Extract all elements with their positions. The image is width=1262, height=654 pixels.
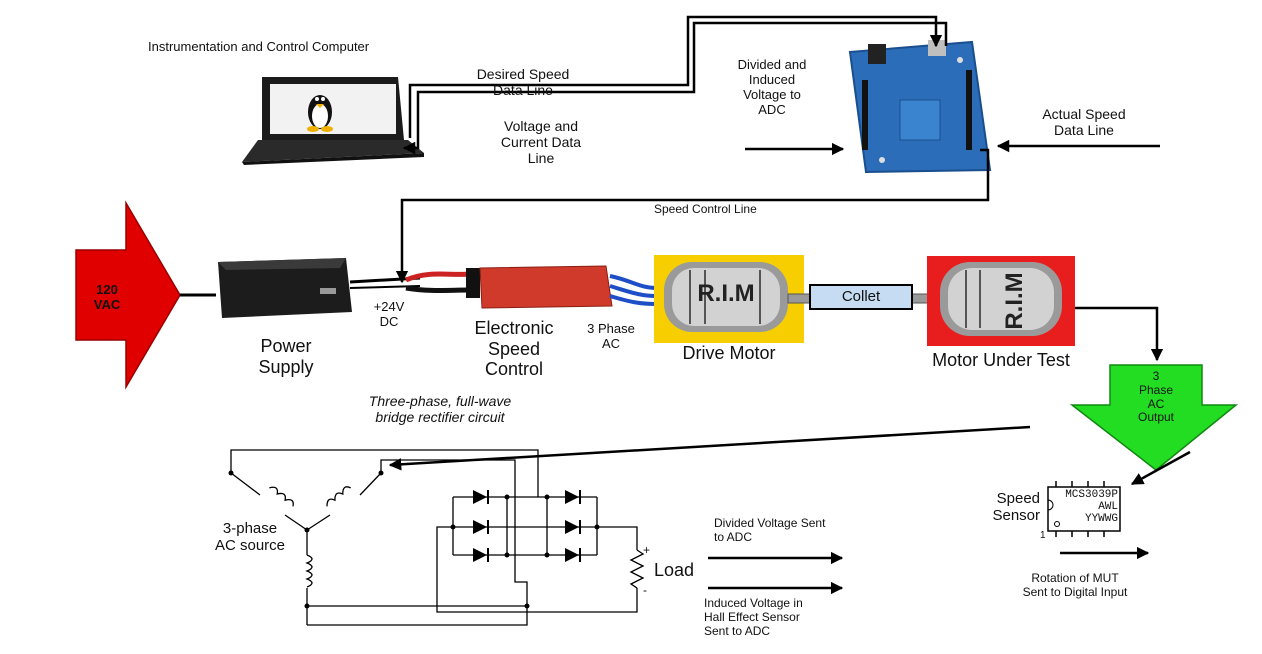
- three-phase-label: 3 Phase AC: [576, 321, 646, 352]
- voltage-current-line2: Current Data: [500, 134, 582, 151]
- computer-arduino-lines: [402, 15, 948, 155]
- esc-line1: Electronic: [474, 318, 554, 338]
- rotation-line2: Sent to Digital Input: [1022, 584, 1128, 599]
- three-phase-line1: 3 Phase: [587, 321, 635, 336]
- divided-induced-line2: Induced: [748, 71, 796, 87]
- speed-sensor-line2: Sensor: [992, 507, 1040, 525]
- computer-label: Instrumentation and Control Computer: [148, 39, 370, 54]
- collet-box: [809, 284, 913, 310]
- arduino-board-icon: [848, 40, 992, 174]
- rectifier-caption-line2: bridge rectifier circuit: [375, 409, 505, 426]
- divided-voltage-line2: to ADC: [714, 529, 753, 544]
- chip-marking: MCS3039P AWL YYWWG: [1050, 489, 1118, 525]
- ac-output-label: 3 Phase AC Output: [1118, 369, 1194, 425]
- dc24-label: +24V DC: [364, 299, 414, 330]
- mut-output-line: [1075, 306, 1164, 362]
- vac-label: 120 VAC: [84, 282, 130, 313]
- laptop-icon: [242, 77, 424, 165]
- speed-sensor-line1: Speed: [996, 490, 1040, 507]
- divided-induced-line3: Voltage to: [743, 86, 801, 102]
- collet-label: Collet: [841, 288, 881, 305]
- esc-line3: Control: [484, 359, 544, 380]
- esc-module-icon: [405, 265, 657, 309]
- load-plus: +: [643, 543, 651, 557]
- chip-line2: AWL: [1098, 501, 1118, 514]
- divided-induced-line4: ADC: [758, 101, 786, 117]
- dc24-line2: DC: [379, 313, 399, 329]
- speed-control-label: Speed Control Line: [654, 202, 757, 216]
- induced-hall-line1: Induced Voltage in: [704, 596, 803, 610]
- voltage-current-label: Voltage and Current Data Line: [466, 118, 616, 166]
- dc24-line1: +24V: [373, 299, 405, 314]
- divided-induced-label: Divided and Induced Voltage to ADC: [722, 57, 822, 118]
- induced-hall-label: Induced Voltage in Hall Effect Sensor Se…: [704, 596, 803, 638]
- ac-output-line3: AC: [1147, 396, 1165, 411]
- power-supply-line1: Power: [260, 336, 312, 356]
- linux-penguin-icon: [307, 95, 333, 132]
- ac-output-arrow: [1069, 364, 1239, 471]
- three-phase-line2: AC: [601, 335, 621, 351]
- drive-motor-brand: R.I.M: [697, 280, 754, 307]
- rectifier-caption-line1: Three-phase, full-wave: [368, 393, 512, 409]
- ac-source-line1: 3-phase: [222, 520, 278, 537]
- drive-motor-icon: R.I.M: [664, 262, 788, 332]
- desired-speed-line1: Desired Speed: [476, 66, 570, 82]
- actual-speed-line2: Data Line: [1054, 122, 1114, 139]
- ac-source-line2: AC source: [214, 537, 286, 555]
- chip-pin-label: 1: [1040, 530, 1046, 541]
- ac-output-line4: Output: [1137, 410, 1175, 425]
- rotation-label: Rotation of MUT Sent to Digital Input: [1000, 571, 1150, 600]
- actual-speed-label: Actual Speed Data Line: [1014, 106, 1154, 138]
- ac-output-line1: 3: [1152, 369, 1160, 383]
- chip-line3: YYWWG: [1084, 513, 1118, 526]
- vac-line2: VAC: [93, 296, 121, 312]
- divided-voltage-label: Divided Voltage Sent to ADC: [714, 516, 826, 545]
- divided-voltage-line1: Divided Voltage Sent: [714, 516, 826, 530]
- voltage-current-line: [402, 21, 948, 155]
- vac-input-arrow: [75, 200, 181, 390]
- power-supply-label: Power Supply: [236, 336, 336, 377]
- chip-line1: MCS3039P: [1065, 489, 1118, 501]
- speed-sensor-label: Speed Sensor: [960, 490, 1040, 525]
- hall-sensor-chip-icon: [1047, 481, 1121, 537]
- ac-source-label: 3-phase AC source: [200, 520, 300, 555]
- esc-label: Electronic Speed Control: [454, 318, 574, 380]
- induced-hall-line3: Sent to ADC: [704, 623, 771, 638]
- output-to-sensor-arrow: [1130, 450, 1191, 486]
- speed-control-line: [395, 148, 990, 284]
- power-supply-icon: [180, 258, 421, 318]
- load-minus: -: [643, 583, 647, 597]
- desired-speed-label: Desired Speed Data Line: [448, 66, 598, 98]
- vac-line1: 120: [96, 282, 118, 297]
- drive-motor-label: Drive Motor: [682, 343, 776, 363]
- rotation-line1: Rotation of MUT: [1031, 571, 1119, 585]
- mut-brand: R.I.M: [1001, 272, 1028, 329]
- ac-output-line2: Phase: [1138, 382, 1174, 397]
- divided-induced-line1: Divided and: [737, 57, 807, 72]
- esc-line2: Speed: [487, 338, 541, 359]
- voltage-current-line3: Line: [527, 150, 555, 167]
- mut-label: Motor Under Test: [932, 350, 1070, 370]
- desired-speed-line2: Data Line: [493, 82, 553, 99]
- output-to-rectifier-arrow: [388, 425, 1031, 471]
- load-label: Load: [654, 560, 695, 580]
- actual-speed-line1: Actual Speed: [1042, 106, 1126, 122]
- power-supply-line2: Supply: [258, 356, 314, 377]
- rectifier-caption: Three-phase, full-wave bridge rectifier …: [320, 393, 560, 425]
- mut-motor-icon: R.I.M: [940, 262, 1062, 336]
- induced-hall-line2: Hall Effect Sensor: [704, 609, 800, 624]
- diode-icons: [228, 470, 600, 609]
- voltage-current-line1: Voltage and: [504, 118, 578, 134]
